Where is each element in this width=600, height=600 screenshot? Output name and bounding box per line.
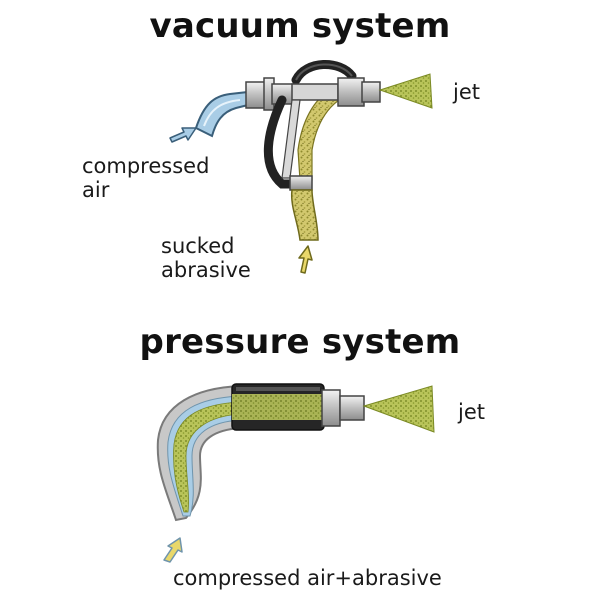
- vacuum-gun: [194, 60, 433, 241]
- vacuum-jet: [378, 73, 433, 109]
- abrasive-inlet-arrow: [298, 245, 313, 274]
- compressed-air-label-line2: air: [82, 178, 110, 202]
- abrasive-channel: [297, 89, 344, 181]
- abrasive-hose: [290, 189, 319, 241]
- sucked-abrasive-label-line1: sucked: [161, 234, 235, 258]
- compressed-air-label-line1: compressed: [82, 154, 210, 178]
- vacuum-system-title: vacuum system: [149, 6, 451, 46]
- air-inlet-arrow: [169, 127, 197, 143]
- vacuum-nozzle: [337, 77, 365, 107]
- pressure-jet: [362, 385, 435, 433]
- pressure-nozzle: [339, 395, 365, 421]
- pressure-system-title: pressure system: [139, 322, 461, 362]
- air-hose: [194, 90, 254, 138]
- vacuum-jet-label: jet: [453, 80, 480, 104]
- pressure-jet-label: jet: [458, 400, 485, 424]
- sucked-abrasive-label-line2: abrasive: [161, 258, 251, 282]
- pressure-gun: [156, 383, 435, 522]
- mix-inlet-arrow: [163, 537, 183, 563]
- air-connector: [245, 81, 267, 109]
- compressed-air-abrasive-label: compressed air+abrasive: [173, 566, 442, 590]
